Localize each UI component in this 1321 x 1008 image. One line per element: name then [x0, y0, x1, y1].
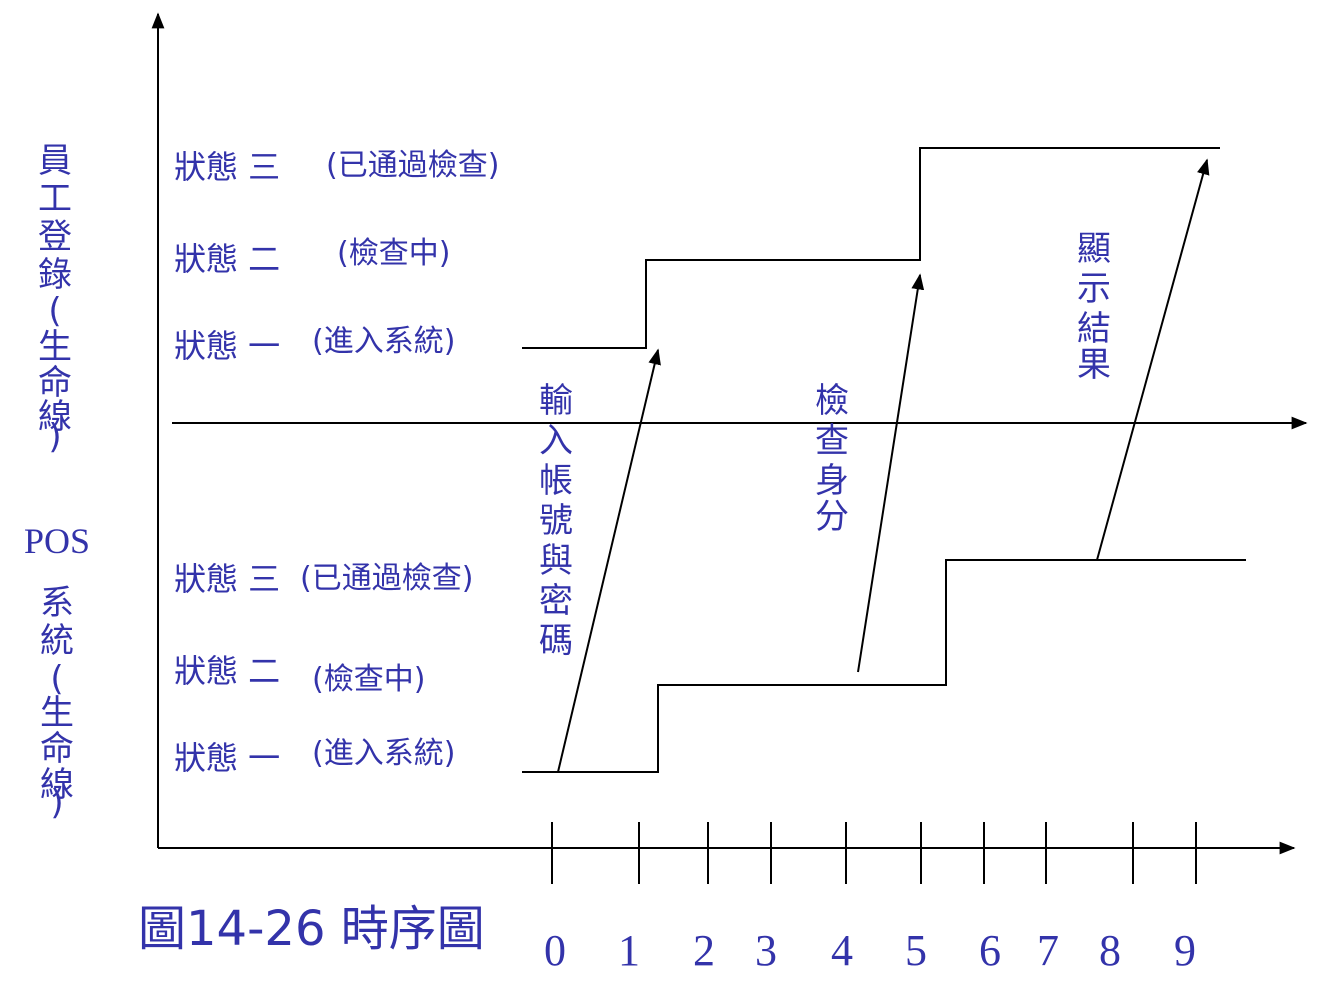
time-tick-label: 8	[1099, 926, 1121, 975]
input-label-char: 帳	[539, 461, 573, 501]
result-label-char: 示	[1077, 269, 1111, 309]
check-label-char: 檢	[815, 381, 849, 421]
pos-label-char: 線	[40, 765, 74, 805]
employee-label-char: )	[48, 417, 61, 457]
pos-state-1-name: 狀態 一	[174, 739, 280, 777]
employee-lifeline-label: 員 工 登 錄 ( 生 命 線 )	[38, 141, 72, 457]
time-tick-label: 4	[831, 926, 853, 975]
employee-state-3-desc: (已通過檢查)	[326, 148, 499, 183]
employee-label-char: (	[48, 291, 61, 331]
employee-state-3-name: 狀態 三	[174, 148, 280, 186]
message-arrow-result	[1096, 158, 1210, 561]
message-label-input: 輸 入 帳 號 與 密 碼	[539, 381, 573, 661]
employee-label-char: 員	[38, 141, 72, 181]
message-arrow-check	[857, 273, 925, 673]
pos-label-char: 命	[40, 729, 74, 769]
figure-caption: 圖14-26 時序圖	[138, 901, 485, 957]
input-label-char: 入	[539, 421, 573, 461]
pos-timeline	[522, 559, 1246, 773]
message-label-check: 檢 查 身 分	[815, 381, 849, 537]
time-tick-label: 2	[693, 926, 715, 975]
input-label-char: 號	[539, 501, 573, 541]
result-label-char: 結	[1077, 309, 1111, 349]
check-label-char: 查	[815, 421, 849, 461]
pos-lifeline-label: POS 系 統 ( 生 命 線 )	[24, 521, 90, 823]
employee-label-char: 線	[38, 397, 72, 437]
employee-state-labels: 狀態 三 (已通過檢查) 狀態 二 (檢查中) 狀態 一 (進入系統)	[174, 148, 499, 365]
pos-label-char: (	[50, 659, 63, 699]
input-label-char: 碼	[539, 621, 573, 661]
pos-state-2-name: 狀態 二	[174, 652, 280, 690]
employee-label-char: 生	[38, 327, 72, 367]
pos-state-3-name: 狀態 三	[174, 560, 280, 598]
time-tick-label: 5	[905, 926, 927, 975]
check-label-char: 分	[815, 497, 849, 537]
employee-label-char: 登	[38, 217, 72, 257]
time-tick-label: 0	[544, 926, 566, 975]
employee-state-1-desc: (進入系統)	[312, 324, 455, 359]
employee-timeline	[522, 147, 1220, 349]
pos-label-top: POS	[24, 521, 90, 561]
employee-state-2-desc: (檢查中)	[337, 236, 450, 271]
employee-state-1-name: 狀態 一	[174, 327, 280, 365]
message-label-result: 顯 示 結 果	[1077, 229, 1111, 385]
check-label-char: 身	[815, 461, 849, 501]
input-label-char: 輸	[539, 381, 573, 421]
time-tick-label: 1	[618, 926, 640, 975]
pos-label-char: 系	[40, 583, 74, 623]
time-ticks	[551, 822, 1197, 884]
employee-label-char: 命	[38, 363, 72, 403]
time-tick-label: 7	[1037, 926, 1059, 975]
time-tick-label: 3	[755, 926, 777, 975]
input-label-char: 與	[539, 541, 573, 581]
result-label-char: 果	[1077, 345, 1111, 385]
employee-label-char: 工	[38, 179, 72, 219]
time-tick-label: 6	[979, 926, 1001, 975]
time-tick-labels: 0 1 2 3 4 5 6 7 8 9	[544, 926, 1196, 975]
input-label-char: 密	[539, 581, 573, 621]
pos-state-2-desc: (檢查中)	[312, 662, 425, 697]
message-arrow-input	[557, 348, 661, 773]
employee-label-char: 錄	[38, 255, 72, 295]
pos-label-char: 生	[40, 693, 74, 733]
pos-state-1-desc: (進入系統)	[312, 736, 455, 771]
pos-state-labels: 狀態 三 (已通過檢查) 狀態 二 (檢查中) 狀態 一 (進入系統)	[174, 560, 473, 777]
pos-state-3-desc: (已通過檢查)	[300, 561, 473, 596]
employee-state-2-name: 狀態 二	[174, 240, 280, 278]
pos-label-char: 統	[40, 621, 74, 661]
result-label-char: 顯	[1077, 229, 1111, 269]
pos-label-char: )	[50, 783, 63, 823]
time-tick-label: 9	[1174, 926, 1196, 975]
